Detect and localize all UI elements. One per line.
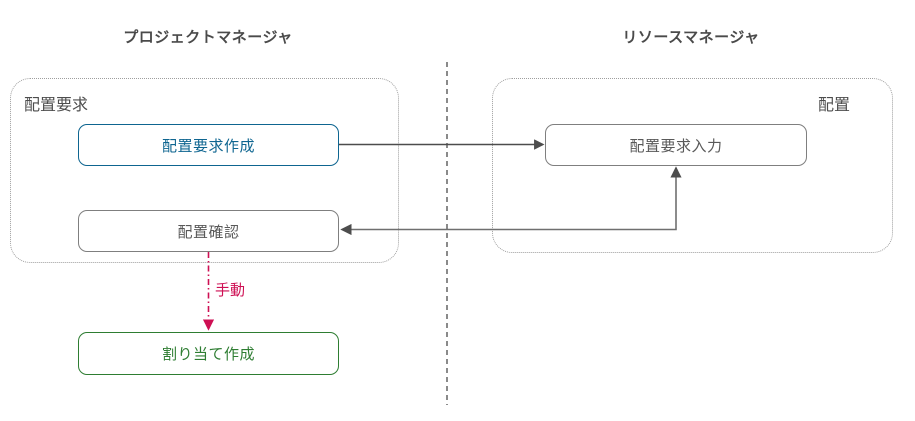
group-placement-request-label: 配置要求 xyxy=(24,97,89,114)
manual-edge-label: 手動 xyxy=(214,279,247,300)
group-placement-label: 配置 xyxy=(817,97,850,114)
node-create-placement-request: 配置要求作成 xyxy=(78,124,339,166)
lane-title-project-manager: プロジェクトマネージャ xyxy=(123,29,293,46)
group-placement: 配置 xyxy=(492,78,893,253)
node-confirm-placement: 配置確認 xyxy=(78,210,339,252)
node-enter-placement-request: 配置要求入力 xyxy=(545,124,807,166)
node-create-assignment: 割り当て作成 xyxy=(78,332,339,375)
lane-title-resource-manager: リソースマネージャ xyxy=(622,29,760,46)
